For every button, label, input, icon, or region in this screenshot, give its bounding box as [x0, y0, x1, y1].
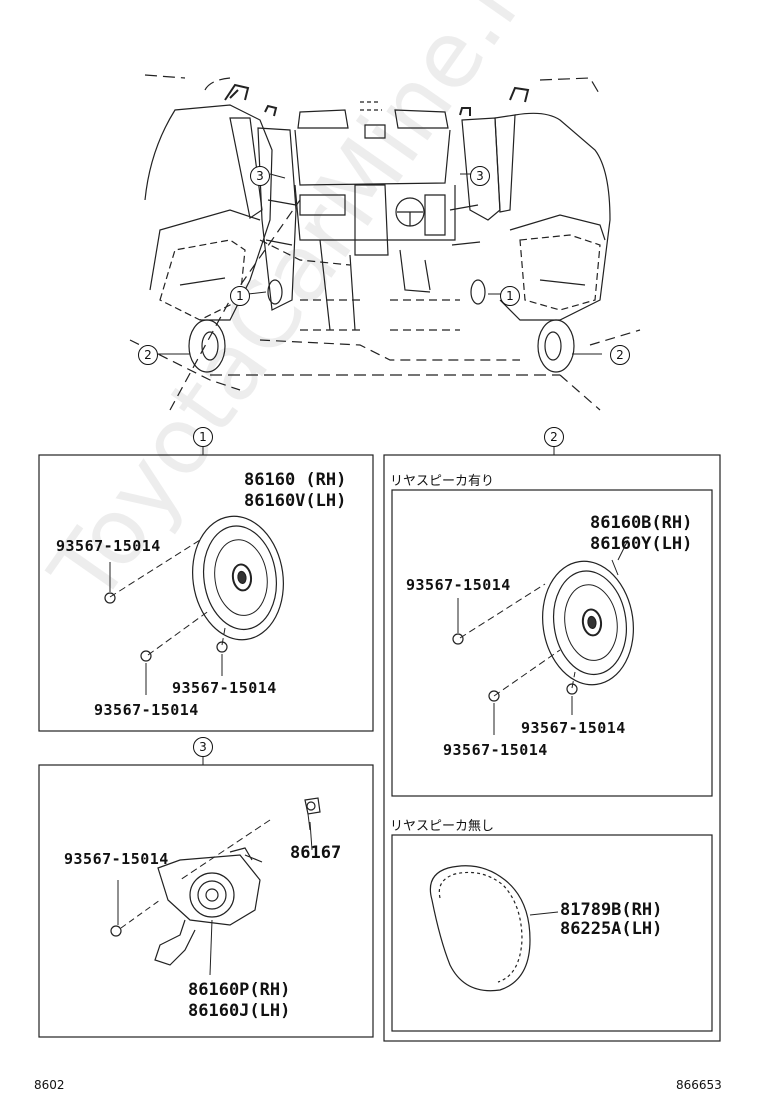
screw-part-number[interactable]: 93567-15014	[94, 701, 199, 719]
part-number-rh[interactable]: 86160 (RH)	[244, 470, 347, 490]
clip-part-number[interactable]: 86167	[290, 843, 342, 863]
callout-3-left[interactable]: 3	[250, 166, 270, 186]
part-number-lh[interactable]: 86160Y(LH)	[590, 534, 693, 554]
callout-1-left[interactable]: 1	[230, 286, 250, 306]
part-number-rh[interactable]: 86160P(RH)	[188, 980, 291, 1000]
screw-part-number[interactable]: 93567-15014	[406, 576, 511, 594]
callout-3-right[interactable]: 3	[470, 166, 490, 186]
screw-part-number[interactable]: 93567-15014	[443, 741, 548, 759]
screw-part-number[interactable]: 93567-15014	[521, 719, 626, 737]
illustration-code: 8602	[34, 1078, 65, 1092]
section-3-marker: 3	[193, 737, 213, 757]
figure-number: 866653	[676, 1078, 722, 1092]
section-2-marker: 2	[544, 427, 564, 447]
callout-1-right[interactable]: 1	[500, 286, 520, 306]
part-number-lh[interactable]: 86160V(LH)	[244, 491, 347, 511]
screw-part-number[interactable]: 93567-15014	[56, 537, 161, 555]
part-number-rh[interactable]: 86160B(RH)	[590, 513, 693, 533]
callout-2-right[interactable]: 2	[610, 345, 630, 365]
screw-part-number[interactable]: 93567-15014	[64, 850, 169, 868]
screw-part-number[interactable]: 93567-15014	[172, 679, 277, 697]
callout-2-left[interactable]: 2	[138, 345, 158, 365]
section-1-marker: 1	[193, 427, 213, 447]
part-number-lh[interactable]: 86160J(LH)	[188, 1001, 291, 1021]
part-number-lh[interactable]: 86225A(LH)	[560, 919, 663, 939]
part-number-rh[interactable]: 81789B(RH)	[560, 900, 663, 920]
variant-without-rear-speaker-heading: リヤスピーカ無し	[390, 819, 495, 834]
variant-with-rear-speaker-heading: リヤスピーカ有り	[390, 474, 495, 489]
